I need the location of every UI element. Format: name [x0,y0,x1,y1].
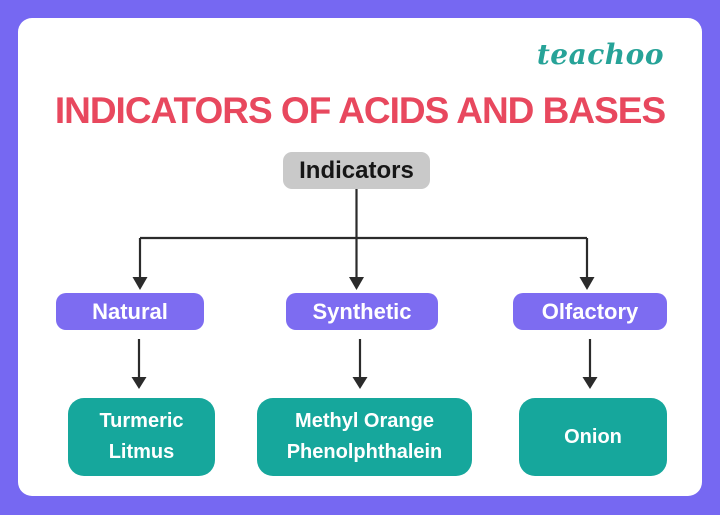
root-node-indicators: Indicators [283,152,430,189]
leaf-item-turmeric: Turmeric [99,410,184,432]
leaf-node-natural: Turmeric Litmus [68,398,215,476]
category-node-synthetic: Synthetic [286,293,438,330]
leaf-node-olfactory: Onion [519,398,667,476]
leaf-node-synthetic: Methyl Orange Phenolphthalein [257,398,472,476]
leaf-item-phenolphthalein: Phenolphthalein [286,441,443,463]
page-title: INDICATORS OF ACIDS AND BASES [54,90,666,131]
leaf-item-litmus: Litmus [108,441,175,463]
leaf-item-onion: Onion [564,425,622,448]
leaf-item-methyl-orange: Methyl Orange [295,410,434,432]
category-node-olfactory: Olfactory [513,293,667,330]
category-node-natural: Natural [56,293,204,330]
brand-logo: teachoo [536,38,664,71]
